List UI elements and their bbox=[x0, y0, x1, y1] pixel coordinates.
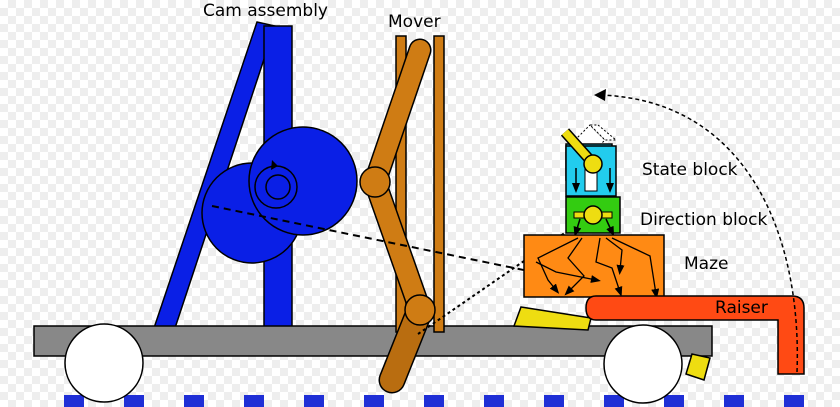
track-segment bbox=[364, 395, 384, 407]
wheel-left bbox=[64, 323, 144, 403]
rear-bracket bbox=[685, 353, 711, 381]
cam-hub-inner bbox=[265, 174, 291, 200]
track-segment bbox=[604, 395, 624, 407]
return-path-arrowhead bbox=[594, 89, 606, 101]
maze-body bbox=[523, 234, 665, 298]
cam-assembly bbox=[152, 21, 358, 329]
maze bbox=[523, 234, 665, 299]
label-direction-block: Direction block bbox=[640, 210, 767, 230]
track-segment bbox=[724, 395, 744, 407]
mover-assembly bbox=[359, 35, 445, 394]
mover-arm-upper bbox=[365, 40, 430, 192]
raiser bbox=[585, 295, 805, 375]
track bbox=[64, 395, 804, 407]
label-raiser: Raiser bbox=[715, 298, 768, 318]
label-maze: Maze bbox=[684, 254, 728, 274]
cam-rotation-arrow bbox=[271, 160, 278, 170]
track-segment bbox=[124, 395, 144, 407]
state-ball bbox=[583, 154, 603, 174]
state-lever bbox=[562, 129, 593, 163]
cart-platform bbox=[33, 325, 713, 357]
mover-arm-middle bbox=[365, 172, 430, 320]
track-segment bbox=[424, 395, 444, 407]
ramp bbox=[512, 306, 592, 331]
track-segment bbox=[664, 395, 684, 407]
mover-pivot-lower bbox=[404, 294, 436, 326]
track-segment bbox=[244, 395, 264, 407]
link-dashed bbox=[211, 205, 661, 299]
state-block bbox=[560, 124, 618, 197]
mover-rail-right bbox=[433, 35, 445, 333]
direction-ball bbox=[583, 205, 603, 225]
track-segment bbox=[784, 395, 804, 407]
track-segment bbox=[64, 395, 84, 407]
mover-pivot-upper bbox=[359, 166, 391, 198]
cam-wheel-front bbox=[248, 126, 358, 236]
return-path bbox=[599, 94, 799, 373]
wheel-right bbox=[603, 324, 683, 404]
label-mover: Mover bbox=[388, 12, 441, 32]
label-cam-assembly: Cam assembly bbox=[203, 1, 328, 21]
direction-block bbox=[565, 196, 621, 237]
cart-wheels bbox=[64, 323, 711, 404]
track-segment bbox=[484, 395, 504, 407]
label-state-block: State block bbox=[642, 160, 738, 180]
track-segment bbox=[184, 395, 204, 407]
track-segment bbox=[304, 395, 324, 407]
track-segment bbox=[544, 395, 564, 407]
